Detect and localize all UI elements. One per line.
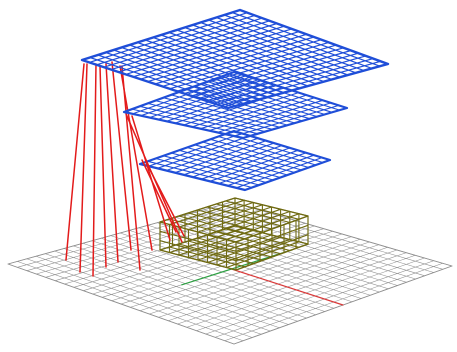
middle-layer-grid-line — [191, 92, 300, 128]
top-layer-grid-line — [183, 47, 345, 95]
top-layer-grid-line — [176, 44, 337, 92]
box-bottom-line — [196, 237, 273, 258]
middle-layer-grid-line — [162, 97, 281, 128]
top-layer-grid-line — [120, 46, 269, 98]
truss-line — [111, 61, 132, 251]
bottom-layer-grid-border — [138, 129, 332, 192]
middle-layer-grid-line — [131, 108, 251, 137]
middle-layer-grid-line — [170, 94, 289, 126]
top-layer-grid-line — [220, 60, 382, 107]
top-layer-grid-line — [161, 39, 322, 88]
construction-grid-border — [7, 201, 453, 345]
middle-layer-grid-line — [233, 104, 340, 137]
construction-grid-line — [45, 253, 271, 332]
middle-layer-grid-line — [147, 102, 266, 133]
top-layer-grid-line — [89, 56, 237, 107]
x-axis-line — [230, 268, 344, 306]
box-bottom-line — [225, 241, 300, 269]
middle-layer-grid-border — [122, 70, 349, 140]
truss-line — [79, 63, 88, 273]
box-top-line — [187, 212, 264, 233]
middle-layer-grid-line — [216, 99, 324, 133]
top-layer-grid-line — [205, 55, 367, 102]
wireframe-box[interactable] — [159, 197, 309, 271]
top-layer-grid-line — [160, 34, 309, 87]
top-layer-grid-line — [190, 49, 352, 97]
box-top-line — [178, 215, 255, 237]
truss-line — [119, 65, 153, 251]
truss-lines[interactable] — [65, 61, 185, 277]
truss-line — [147, 165, 185, 237]
top-layer-grid-line — [169, 41, 330, 90]
box-top-line — [168, 218, 246, 240]
truss-line — [105, 63, 119, 263]
top-layer-grid-line — [212, 57, 374, 104]
top-layer-grid[interactable] — [80, 8, 390, 110]
box-bottom-line — [178, 243, 255, 265]
top-layer-grid-line — [105, 51, 253, 103]
box-bottom-line — [206, 236, 282, 264]
bottom-layer-grid[interactable] — [138, 129, 332, 192]
middle-layer-grid-line — [199, 94, 308, 130]
middle-layer-grid-line — [154, 100, 274, 130]
box-bottom-line — [187, 240, 264, 261]
truss-line — [141, 159, 177, 233]
top-layer-grid-line — [144, 39, 293, 92]
top-layer-grid-line — [136, 41, 285, 94]
bottom-layer-grid-line — [235, 157, 323, 189]
middle-layer-grid-line — [208, 97, 316, 132]
truss-line — [65, 63, 85, 261]
box-level — [235, 224, 309, 252]
bottom-layer-grid-line — [155, 157, 260, 186]
truss-line — [121, 65, 141, 271]
truss-line — [99, 65, 107, 268]
truss-line — [92, 63, 97, 277]
box-bottom-line — [216, 238, 291, 266]
construction-grid-line — [35, 256, 262, 335]
construction-grid-line — [26, 258, 253, 338]
box-level — [159, 230, 237, 252]
box-level — [235, 234, 309, 262]
middle-layer-grid-line — [225, 102, 332, 135]
top-layer-grid-line — [97, 54, 245, 105]
top-layer-grid-border — [80, 8, 390, 110]
top-layer-grid-line — [152, 36, 301, 89]
top-layer-grid-line — [112, 49, 261, 100]
middle-layer-grid-line — [139, 105, 259, 135]
top-layer-grid-line — [128, 44, 277, 96]
construction-grid-line — [17, 261, 244, 342]
top-layer-grid-line — [198, 52, 359, 100]
bottom-layer-grid-line — [147, 160, 253, 189]
box-level — [159, 240, 237, 262]
construction-grid-line — [54, 250, 280, 329]
y-axis-line — [181, 268, 233, 286]
